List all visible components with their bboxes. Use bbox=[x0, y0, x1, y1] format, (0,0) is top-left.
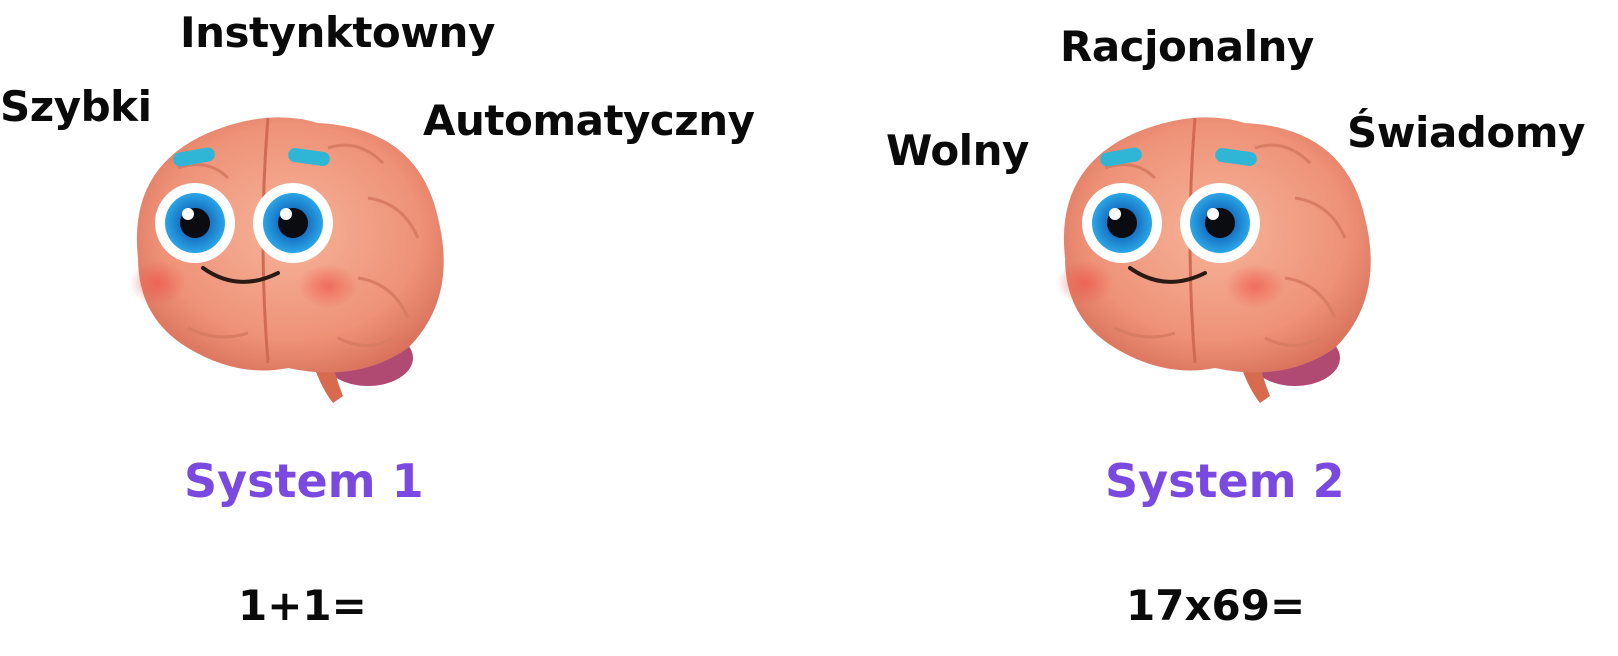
trait-slow: Wolny bbox=[886, 126, 1029, 175]
system-1-label: System 1 bbox=[184, 454, 424, 508]
system-2-panel: Wolny Racjonalny Świadomy bbox=[809, 0, 1618, 656]
trait-conscious: Świadomy bbox=[1347, 108, 1585, 157]
trait-automatic: Automatyczny bbox=[423, 96, 755, 145]
system-2-label: System 2 bbox=[1105, 454, 1345, 508]
brain-icon bbox=[130, 117, 444, 403]
system-1-panel: Szybki Instynktowny Automatyczny bbox=[0, 8, 755, 630]
brain-icon bbox=[1057, 117, 1371, 403]
trait-rational: Racjonalny bbox=[1060, 22, 1314, 71]
trait-fast: Szybki bbox=[0, 82, 152, 131]
trait-instinctive: Instynktowny bbox=[180, 8, 495, 57]
equation-complex: 17x69= bbox=[1126, 581, 1306, 630]
equation-simple: 1+1= bbox=[238, 581, 367, 630]
